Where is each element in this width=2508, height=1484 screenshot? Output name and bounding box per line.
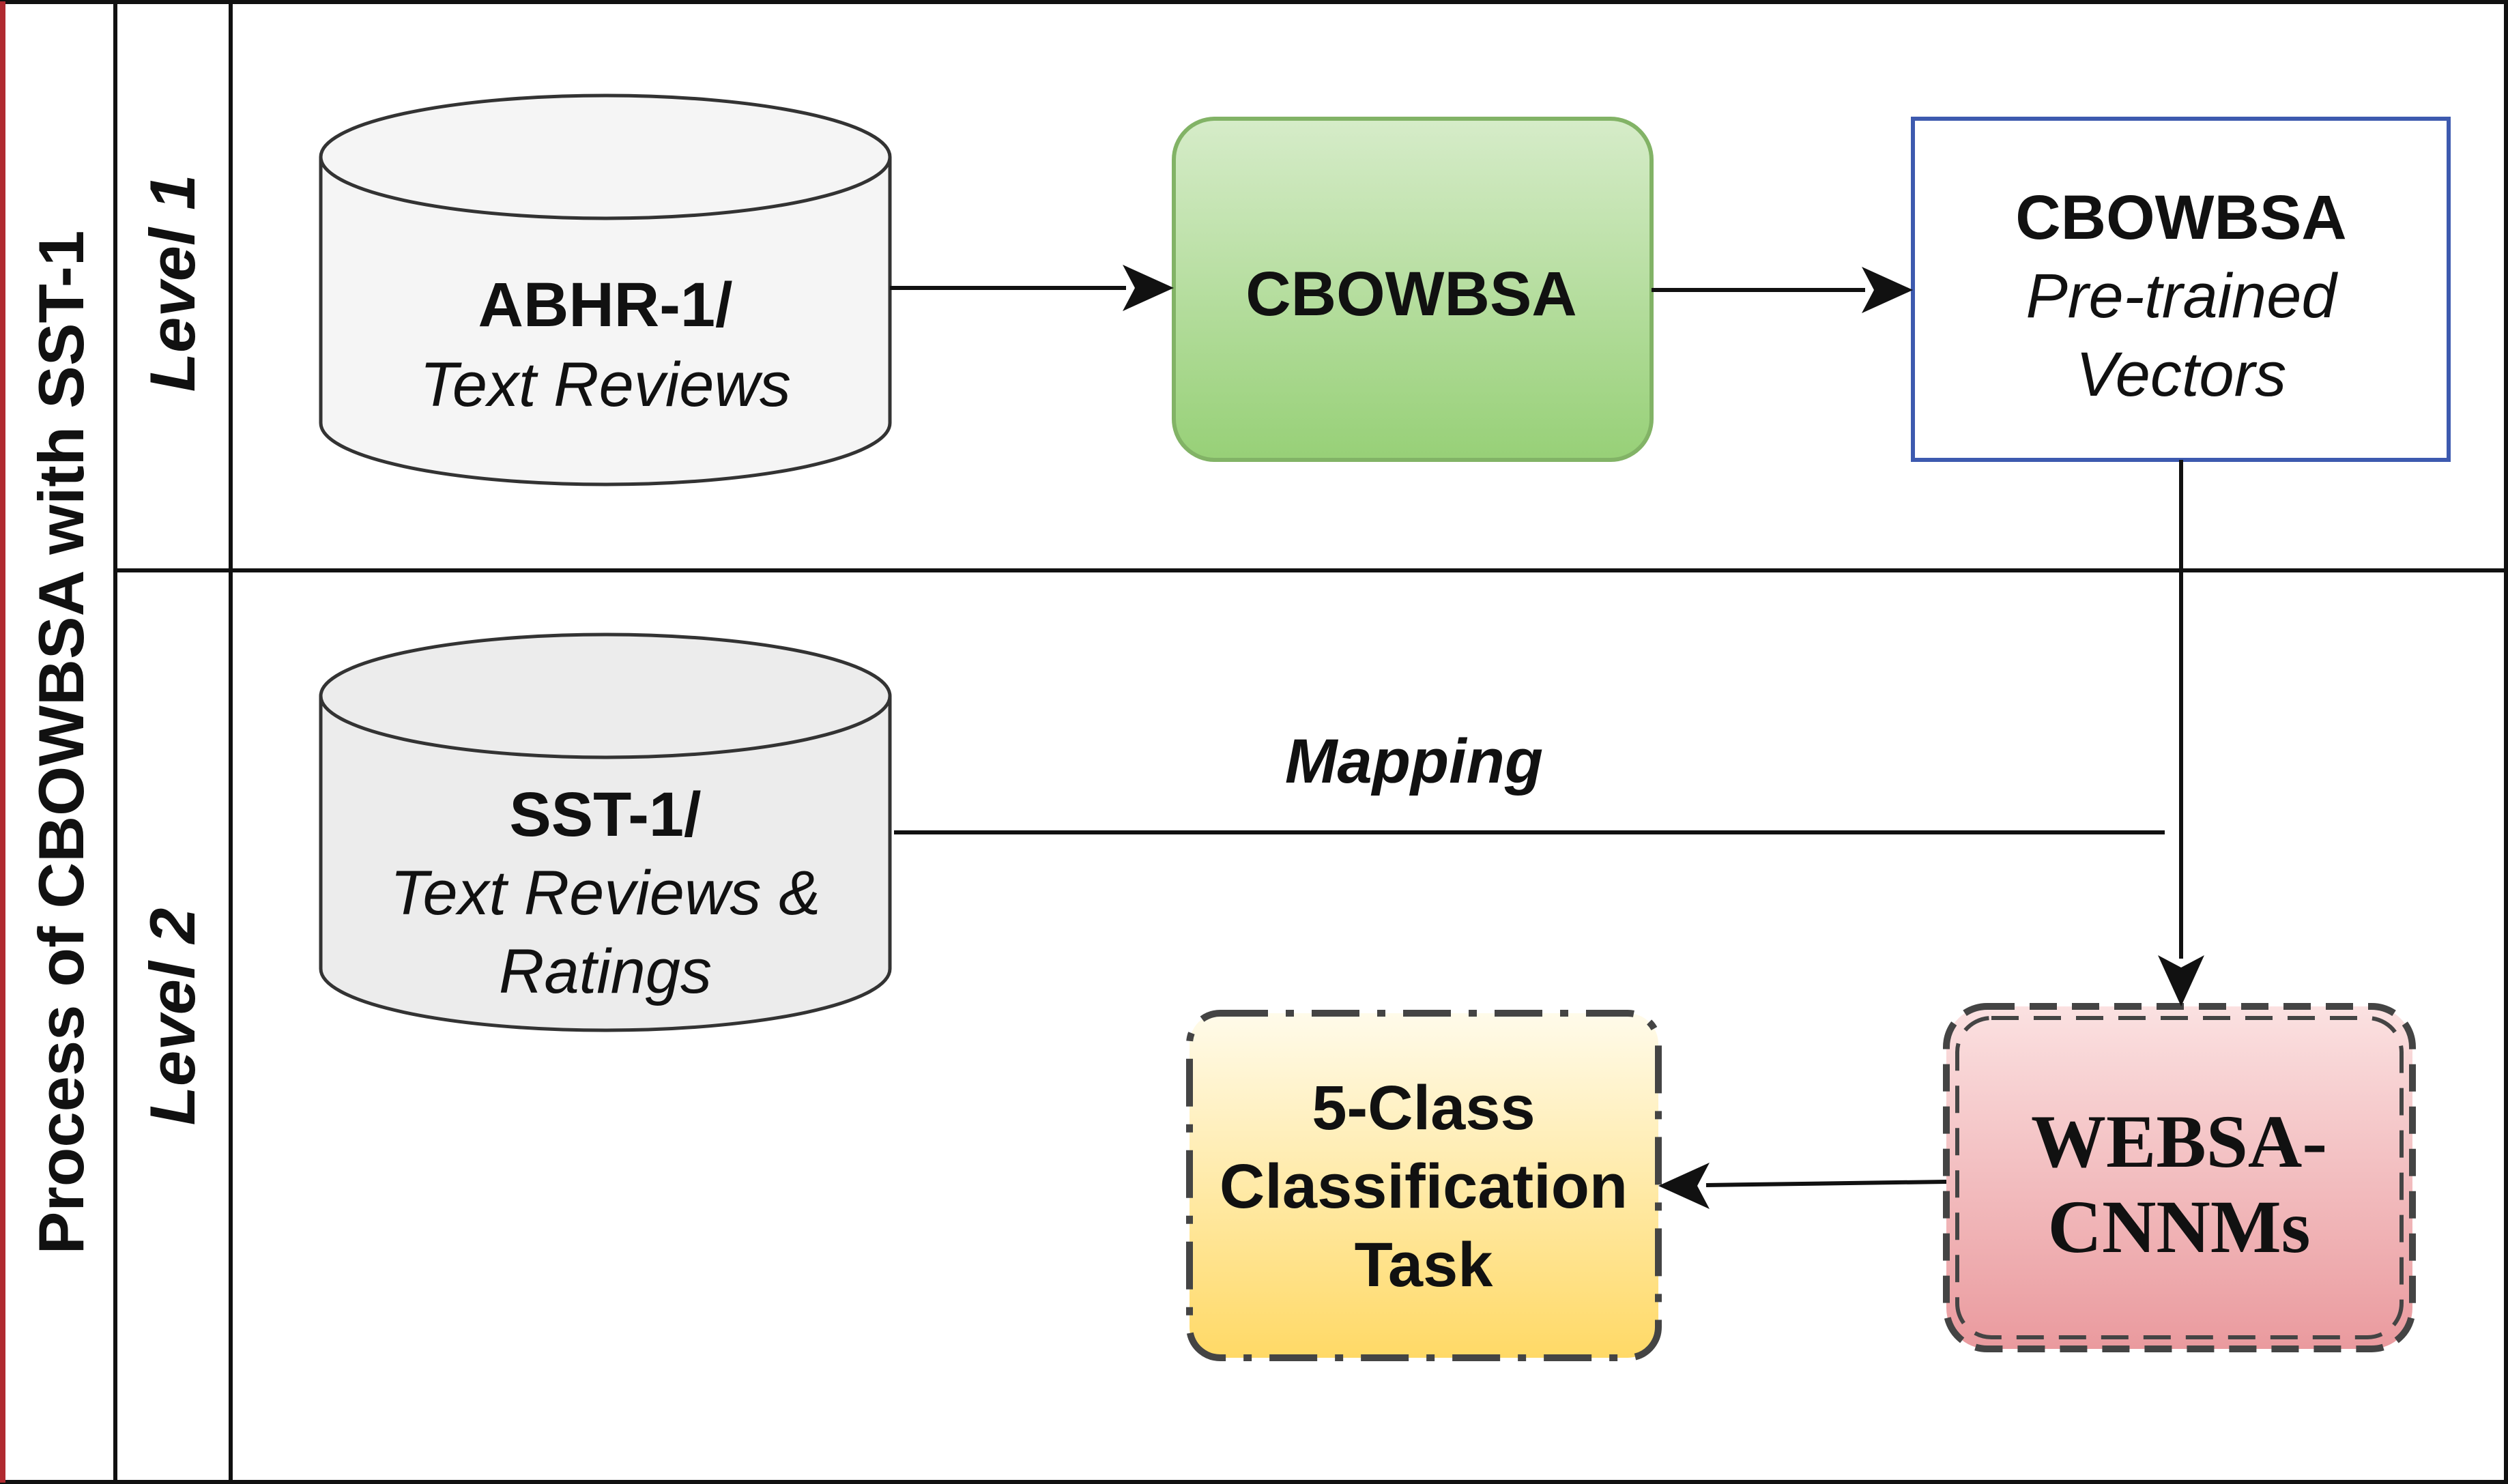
pool-title: Process of CBOWBSA with SST-1 [25, 231, 97, 1255]
abhr-database: ABHR-1/ Text Reviews [319, 93, 892, 486]
vectors-box [1911, 117, 2451, 462]
websa-box-outer [1943, 1003, 2416, 1352]
arrowhead-vectors-to-websa [2158, 955, 2204, 1006]
vectors-line-3: Vectors [2076, 340, 2286, 409]
classification-line-2: Classification [1220, 1152, 1628, 1221]
abhr-cylinder-body [319, 157, 892, 486]
websa-line-1: WEBSA- [2031, 1100, 2327, 1183]
sst-line-3: Ratings [499, 937, 712, 1006]
vectors-title: CBOWBSA [2015, 183, 2347, 252]
sst-cylinder-top [319, 632, 892, 759]
websa-cnnms: WEBSA- CNNMs [1943, 1003, 2416, 1352]
abhr-cylinder-top [319, 93, 892, 220]
sst-title: SST-1/ [509, 780, 701, 849]
classification-line-3: Task [1355, 1230, 1494, 1300]
classification-task: 5-Class Classification Task [1186, 1010, 1662, 1361]
abhr-title: ABHR-1/ [478, 270, 732, 340]
edge-websa-to-classification [1705, 1180, 1947, 1187]
cbowbsa-label: CBOWBSA [1245, 259, 1577, 329]
abhr-subtitle: Text Reviews [420, 350, 791, 420]
sst-line-2: Text Reviews & [390, 858, 821, 928]
websa-box-inner [1955, 1016, 2404, 1339]
cbowbsa-process: CBOWBSA [1172, 117, 1654, 462]
lane-title-level-1: Level 1 [136, 175, 208, 392]
classification-box [1186, 1010, 1662, 1361]
websa-line-2: CNNMs [2048, 1185, 2311, 1268]
pretrained-vectors: CBOWBSA Pre-trained Vectors [1911, 117, 2451, 462]
vectors-line-2: Pre-trained [2026, 261, 2338, 331]
mapping-label: Mapping [1285, 727, 1543, 796]
sst-cylinder-body [319, 696, 892, 1032]
classification-line-1: 5-Class [1312, 1073, 1535, 1143]
connectors: Mapping [890, 265, 2204, 1209]
arrowhead-abhr-to-cbowbsa [1123, 265, 1174, 311]
arrowhead-websa-to-classification [1658, 1163, 1710, 1209]
sst-database: SST-1/ Text Reviews & Ratings [319, 632, 892, 1032]
lane-title-level-2: Level 2 [136, 908, 208, 1126]
arrowhead-cbowbsa-to-vectors [1862, 267, 1913, 313]
